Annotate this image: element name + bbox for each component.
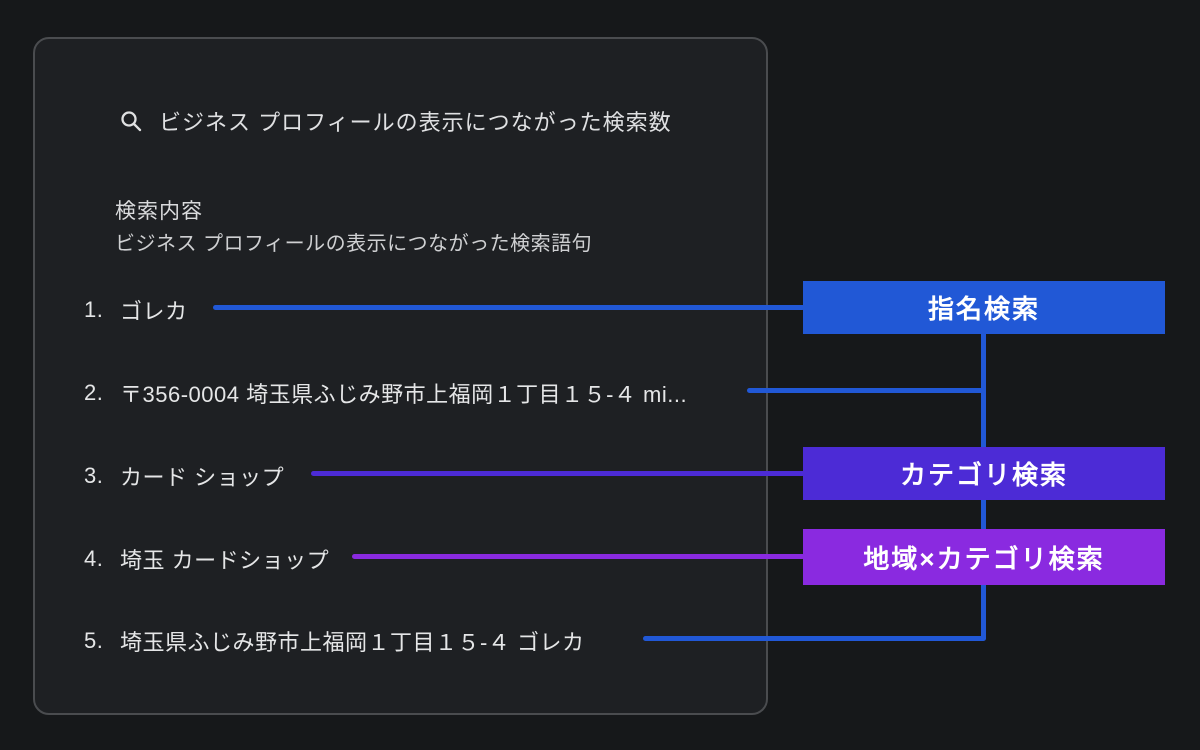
connector-line-item3-category bbox=[311, 471, 805, 476]
row-text: ゴレカ bbox=[120, 299, 188, 324]
section-heading: 検索内容 bbox=[115, 200, 203, 223]
row-number: 3. bbox=[84, 463, 104, 488]
connector-line-item5-brand bbox=[643, 636, 986, 641]
label-category-search: カテゴリ検索 bbox=[803, 447, 1165, 500]
row-text: カード ショップ bbox=[120, 465, 285, 490]
label-region-category-search: 地域×カテゴリ検索 bbox=[803, 529, 1165, 585]
row-number: 2. bbox=[84, 380, 104, 405]
search-term-row: 5. 埼玉県ふじみ野市上福岡１丁目１５-４ ゴレカ bbox=[84, 625, 584, 657]
label-brand-search-text: 指名検索 bbox=[927, 294, 1040, 324]
label-region-category-search-text: 地域×カテゴリ検索 bbox=[863, 543, 1105, 574]
search-term-row: 2. 〒356-0004 埼玉県ふじみ野市上福岡１丁目１５-４ mi... bbox=[84, 377, 687, 409]
row-text: 埼玉県ふじみ野市上福岡１丁目１５-４ ゴレカ bbox=[120, 630, 585, 655]
insights-panel: ビジネス プロフィールの表示につながった検索数 検索内容 ビジネス プロフィール… bbox=[33, 37, 768, 715]
search-term-row: 3. カード ショップ bbox=[84, 460, 284, 492]
connector-line-item4-region-category bbox=[352, 554, 805, 559]
panel-title-row: ビジネス プロフィールの表示につながった検索数 bbox=[119, 105, 672, 137]
search-term-row: 1. ゴレカ bbox=[84, 294, 188, 326]
search-term-row: 4. 埼玉 カードショップ bbox=[84, 543, 329, 575]
label-category-search-text: カテゴリ検索 bbox=[899, 460, 1068, 490]
panel-title: ビジネス プロフィールの表示につながった検索数 bbox=[159, 110, 672, 135]
row-number: 1. bbox=[84, 297, 104, 322]
section-subheading: ビジネス プロフィールの表示につながった検索語句 bbox=[115, 233, 593, 255]
row-text: 埼玉 カードショップ bbox=[120, 548, 330, 573]
row-text: 〒356-0004 埼玉県ふじみ野市上福岡１丁目１５-４ mi... bbox=[120, 382, 688, 407]
connector-line-item1-brand bbox=[213, 305, 805, 310]
row-number: 5. bbox=[84, 628, 104, 653]
search-icon bbox=[119, 109, 143, 133]
row-number: 4. bbox=[84, 546, 104, 571]
label-brand-search: 指名検索 bbox=[803, 281, 1165, 334]
connector-line-item2-brand bbox=[747, 388, 986, 393]
